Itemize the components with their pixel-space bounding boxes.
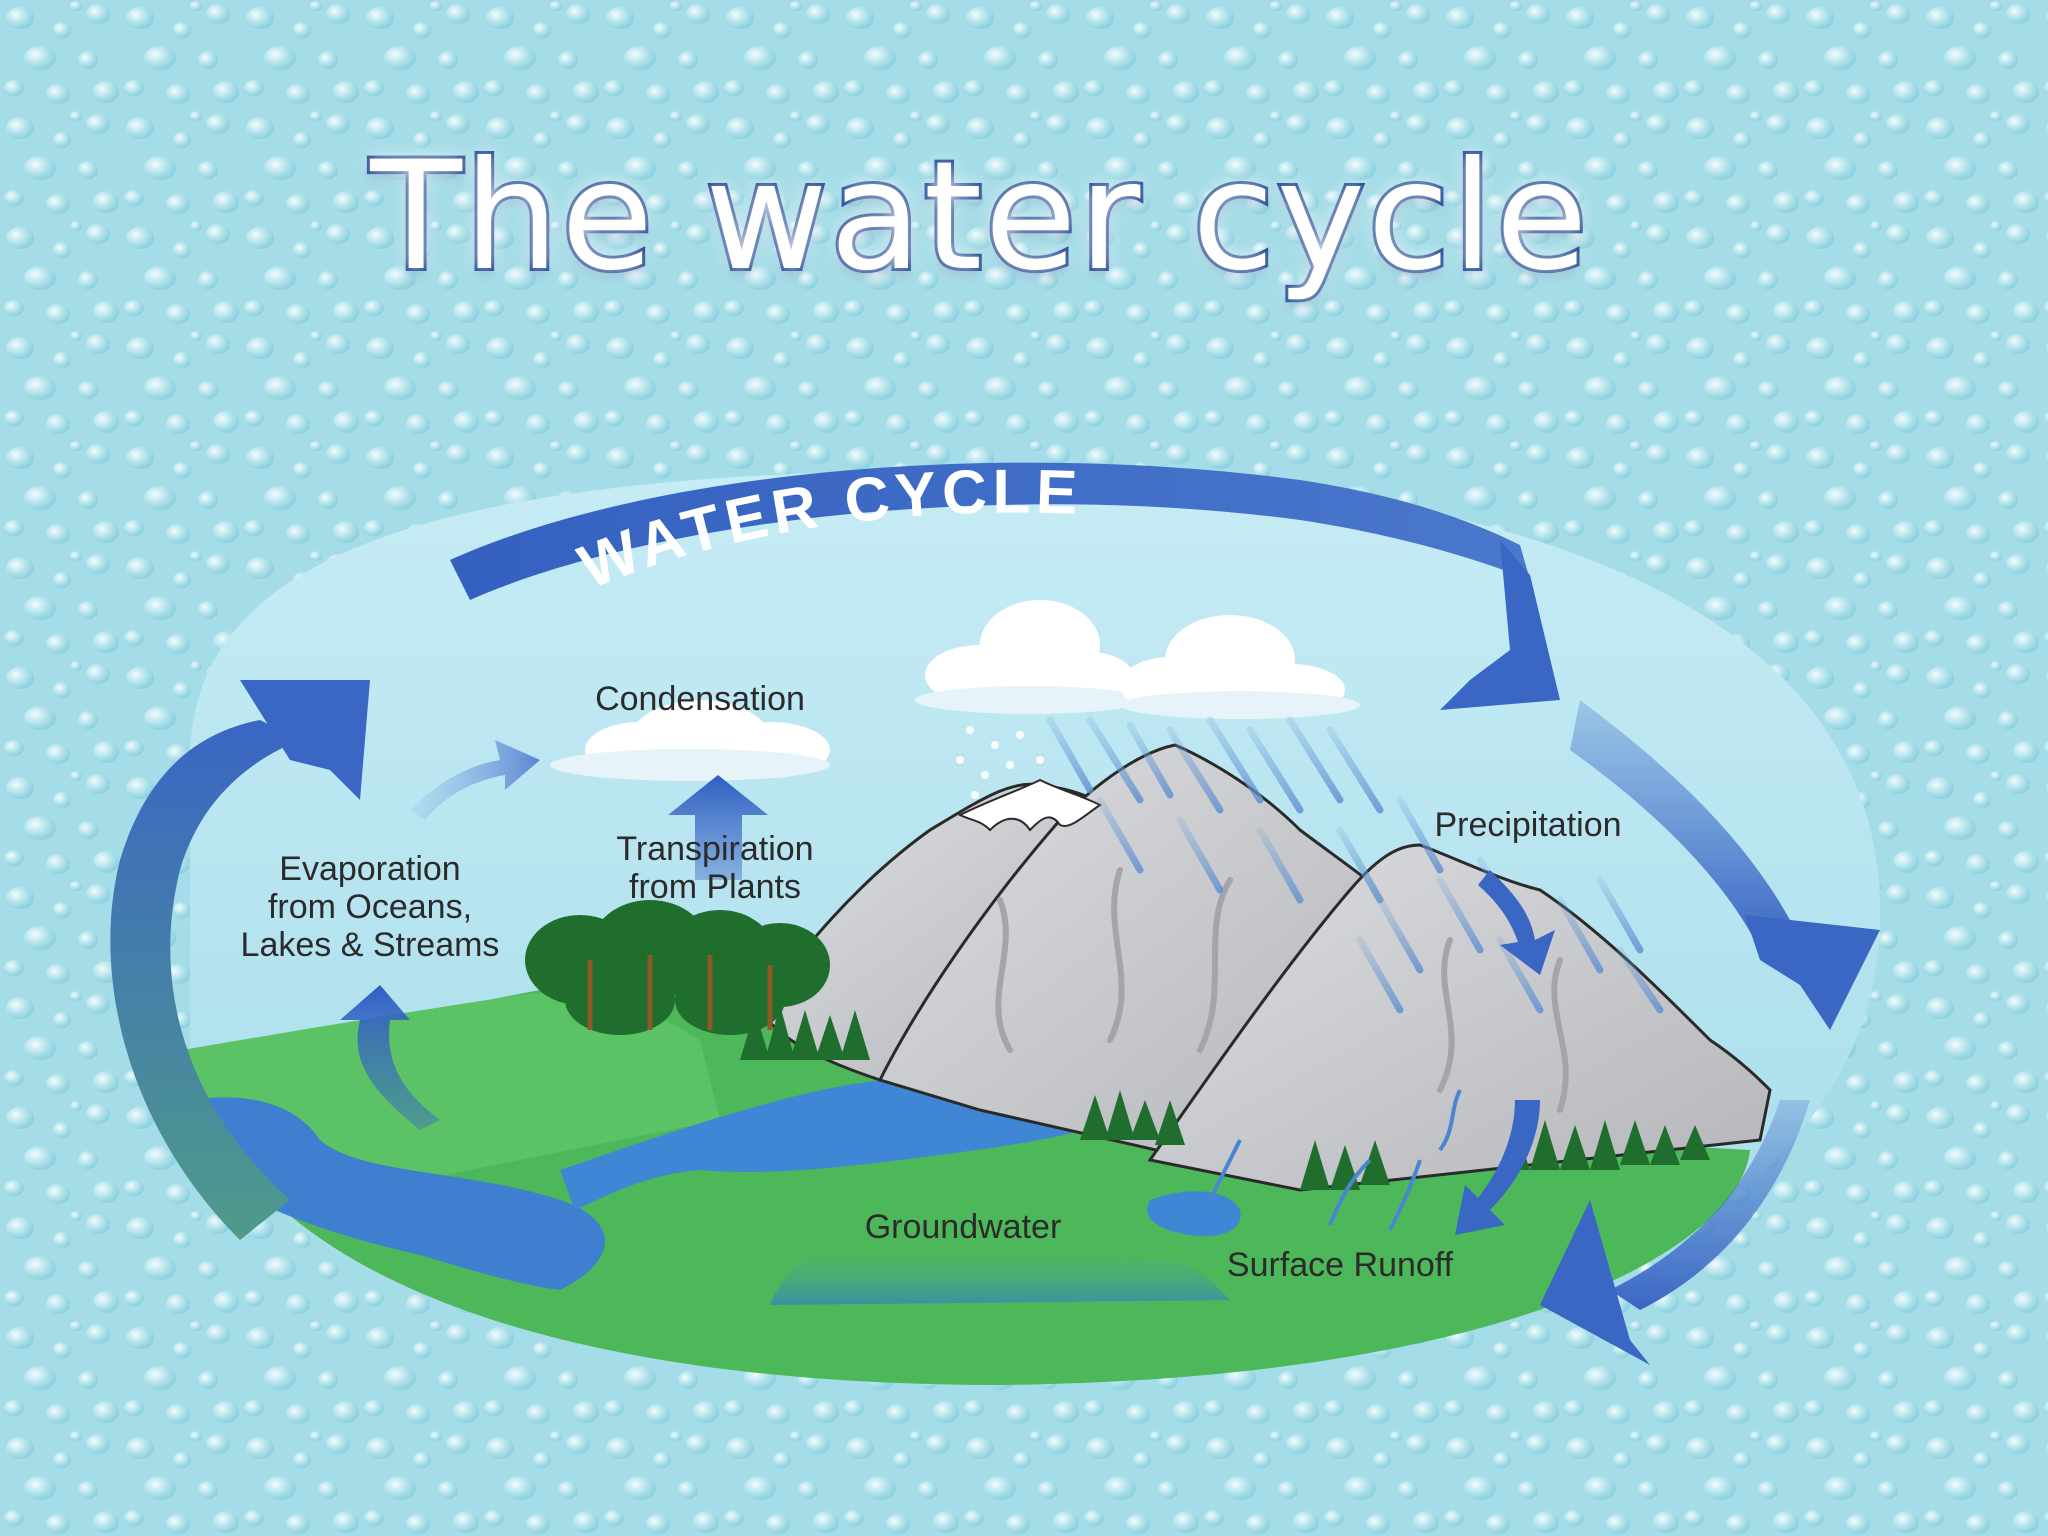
groundwater-label: Groundwater [865,1208,1062,1246]
groundwater-band [770,1255,1230,1305]
condensation-label: Condensation [595,680,805,718]
surface-runoff-label: Surface Runoff [1227,1246,1454,1284]
transpiration-label-line2: from Plants [629,868,801,906]
evaporation-label-line3: Lakes & Streams [241,926,500,964]
evaporation-label-line2: from Oceans, [268,888,472,926]
precipitation-label: Precipitation [1434,806,1621,844]
evaporation-label-line1: Evaporation [279,850,460,888]
transpiration-label-line1: Transpiration [616,830,813,868]
